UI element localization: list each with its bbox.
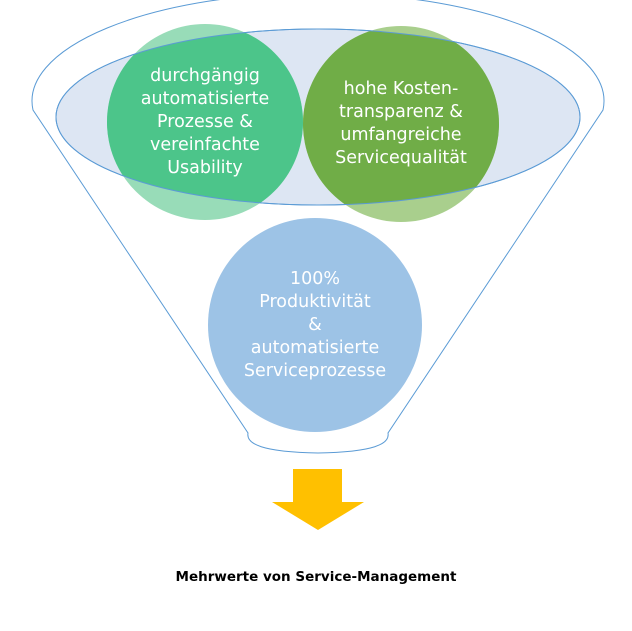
circle-right-label: hohe Kosten- transparenz & umfangreiche … bbox=[335, 79, 467, 168]
circle-bottom-label: 100% Produktivität & automatisierte Serv… bbox=[243, 268, 387, 381]
down-arrow-icon bbox=[272, 469, 364, 530]
circle-right bbox=[303, 26, 499, 222]
funnel-inner-ellipse-border bbox=[55, 28, 581, 206]
diagram-caption: Mehrwerte von Service-Management bbox=[175, 569, 457, 585]
circle-left-label: durchgängig automatisierte Prozesse & ve… bbox=[140, 65, 270, 178]
circle-bottom bbox=[208, 218, 422, 432]
circle-left bbox=[107, 24, 303, 220]
